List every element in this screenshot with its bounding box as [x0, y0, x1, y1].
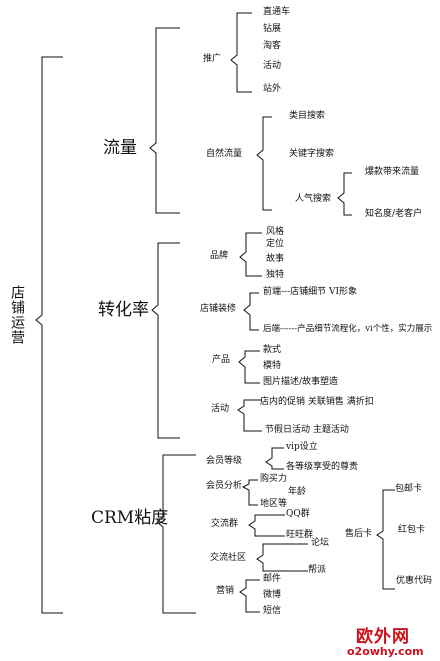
- brand-label: 品牌: [210, 251, 229, 261]
- marketing-label: 营销: [216, 586, 235, 596]
- natural-item: 人气搜索: [295, 194, 332, 204]
- watermark-site-name: 欧外网: [356, 627, 410, 647]
- marketing-item: 微博: [263, 590, 282, 600]
- natural-traffic-label: 自然流量: [206, 149, 243, 159]
- natural-bracket: [256, 116, 272, 211]
- promotion-label: 推广: [203, 54, 222, 64]
- product-item: 图片描述/故事塑造: [263, 377, 339, 387]
- activity-item: 店内的促销 关联销售 满折扣: [260, 397, 374, 407]
- after-sales-label: 售后卡: [345, 529, 373, 539]
- brand-item: 独特: [266, 270, 285, 280]
- member-analysis-item: 年龄: [288, 487, 307, 497]
- community-label: 交流社区: [210, 553, 247, 563]
- decoration-bracket: [243, 292, 259, 331]
- traffic-bracket: [149, 27, 180, 214]
- member-level-bracket: [265, 447, 284, 470]
- crm-bracket: [156, 454, 196, 614]
- decoration-item: 后端------产品细节流程化，vi个性，实力展示: [263, 324, 433, 334]
- product-item: 模特: [263, 361, 282, 371]
- community-item: 帮派: [308, 565, 327, 575]
- after-sales-item: 红包卡: [398, 525, 426, 535]
- group-item: QQ群: [286, 509, 310, 519]
- member-level-label: 会员等级: [206, 456, 243, 466]
- brand-item: 风格: [266, 227, 285, 237]
- member-analysis-bracket: [241, 479, 258, 506]
- marketing-item: 短信: [263, 606, 282, 616]
- popularity-bracket: [337, 172, 352, 216]
- natural-item: 类目搜索: [289, 111, 326, 121]
- traffic-label: 流量: [103, 138, 137, 158]
- group-label: 交流群: [211, 519, 239, 529]
- product-bracket: [238, 350, 260, 384]
- promotion-item: 淘客: [263, 41, 282, 51]
- marketing-item: 邮件: [263, 574, 282, 584]
- after-sales-bracket: [376, 489, 395, 590]
- after-sales-item: 优惠代码: [396, 576, 433, 586]
- promotion-item: 活动: [263, 61, 282, 71]
- conversion-bracket: [151, 242, 180, 439]
- root-bracket: [35, 56, 63, 614]
- member-level-item: vip设立: [286, 442, 318, 452]
- member-analysis-label: 会员分析: [206, 481, 243, 491]
- group-bracket: [248, 514, 285, 537]
- activity-bracket: [237, 399, 262, 432]
- popularity-item: 知名度/老客户: [365, 209, 423, 219]
- brand-item: 故事: [266, 254, 285, 264]
- activity-item: 节假日活动 主题活动: [265, 425, 349, 435]
- after-sales-item: 包邮卡: [395, 484, 423, 494]
- group-item: 旺旺群: [286, 530, 314, 540]
- product-item: 款式: [263, 345, 282, 355]
- conversion-label: 转化率: [98, 300, 149, 320]
- member-analysis-item: 地区等: [260, 499, 288, 509]
- product-label: 产品: [212, 355, 231, 365]
- decoration-item: 前端---店铺细节 VI形象: [263, 287, 358, 297]
- promotion-bracket: [230, 12, 252, 93]
- community-bracket: [256, 543, 308, 572]
- watermark-url: o2owhy.com: [347, 645, 424, 658]
- brand-bracket: [239, 232, 262, 277]
- promotion-item: 钻展: [263, 24, 282, 34]
- promotion-item: 直通车: [263, 7, 291, 17]
- member-level-item: 各等级享受的尊贵: [286, 462, 359, 472]
- brand-item: 定位: [266, 239, 285, 249]
- root-label: 店铺运营: [9, 285, 25, 345]
- promotion-item: 站外: [263, 84, 282, 94]
- marketing-bracket: [239, 579, 260, 613]
- crm-label: CRM粘度: [91, 508, 169, 528]
- community-item: 论坛: [311, 538, 330, 548]
- decoration-label: 店铺装修: [200, 304, 237, 314]
- member-analysis-item: 购买力: [260, 474, 288, 484]
- activity-label: 活动: [211, 404, 230, 414]
- natural-item: 关键字搜索: [289, 149, 335, 159]
- popularity-item: 爆款带来流量: [365, 167, 420, 177]
